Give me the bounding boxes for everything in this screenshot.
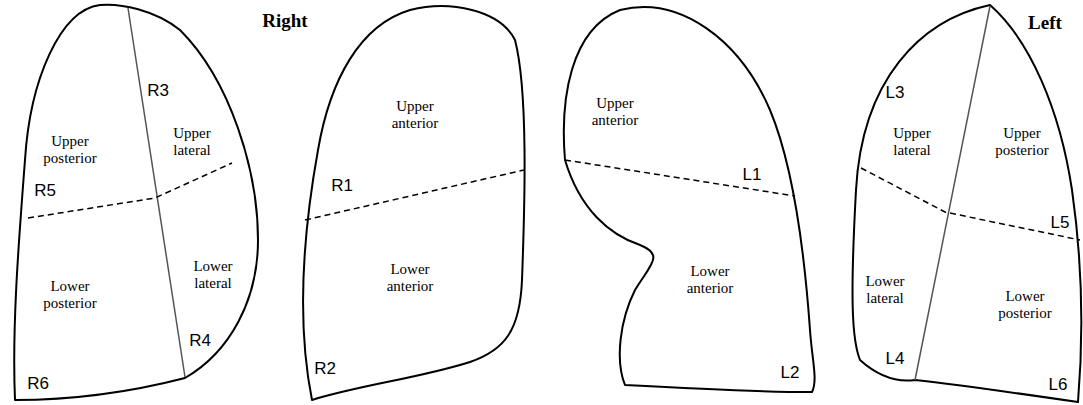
region-name: Lower lateral bbox=[193, 258, 232, 293]
fissure-line bbox=[915, 6, 990, 380]
region-name: Upper lateral bbox=[173, 125, 211, 160]
callout-number: R2 bbox=[314, 360, 336, 377]
region-name: Lower anterior bbox=[387, 261, 434, 296]
right-lateral-lung bbox=[14, 5, 258, 400]
region-name: Lower posterior bbox=[43, 278, 96, 313]
left-lateral-lung bbox=[853, 5, 1082, 402]
side-heading: Left bbox=[1028, 13, 1062, 32]
callout-number: L6 bbox=[1049, 376, 1068, 393]
region-name: Lower anterior bbox=[687, 263, 734, 298]
callout-number: L4 bbox=[886, 350, 905, 367]
right-anterior-lung bbox=[303, 6, 525, 400]
zone-divider bbox=[565, 160, 795, 196]
region-name: Upper posterior bbox=[43, 133, 96, 168]
callout-number: R3 bbox=[147, 82, 169, 99]
zone-divider bbox=[861, 168, 1080, 240]
side-heading: Right bbox=[262, 11, 307, 30]
callout-number: R5 bbox=[34, 182, 56, 199]
callout-number: L2 bbox=[781, 364, 800, 381]
callout-number: L5 bbox=[1051, 214, 1070, 231]
callout-number: R6 bbox=[27, 375, 49, 392]
fissure-line bbox=[128, 8, 185, 377]
region-name: Upper anterior bbox=[592, 95, 639, 130]
callout-number: L1 bbox=[743, 166, 762, 183]
left-anterior-lung bbox=[564, 7, 815, 392]
zone-divider bbox=[305, 170, 524, 220]
region-name: Lower posterior bbox=[998, 288, 1051, 323]
region-name: Upper posterior bbox=[995, 125, 1048, 160]
callout-number: R4 bbox=[189, 332, 211, 349]
zone-divider bbox=[28, 163, 232, 218]
region-name: Lower lateral bbox=[865, 273, 904, 308]
callout-number: L3 bbox=[886, 84, 905, 101]
region-name: Upper anterior bbox=[392, 98, 439, 133]
region-name: Upper lateral bbox=[893, 125, 931, 160]
callout-number: R1 bbox=[331, 177, 353, 194]
